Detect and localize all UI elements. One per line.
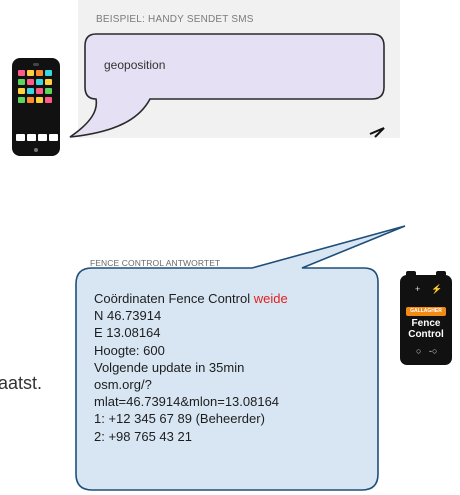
background-text-fragment: laatst. [0, 373, 43, 393]
lightning-icon: ⚡ [431, 284, 443, 294]
answer-title: Coördinaten Fence Control [94, 291, 251, 306]
fence-control-device-icon: + ⚡ GALLAGHER Fence Control ○ -○ [400, 271, 452, 365]
device-name: Fence Control [400, 318, 452, 340]
answer-link-line: osm.org/? [94, 377, 152, 393]
fence-control-caption: FENCE CONTROL ANTWORTET [90, 258, 221, 268]
sms-message: geoposition [104, 58, 166, 72]
answer-line: E 13.08164 [94, 325, 161, 341]
answer-line: Hoogte: 600 [94, 342, 165, 358]
device-name-line1: Fence [411, 318, 441, 329]
answer-text: Coördinaten Fence Control weide N 46.739… [94, 290, 384, 445]
connector-icon: -○ [429, 346, 438, 356]
device-name-line2: Control [408, 329, 444, 340]
answer-link-line: mlat=46.73914&mlon=13.08164 [94, 394, 280, 410]
answer-title-line: Coördinaten Fence Control weide [94, 290, 384, 307]
answer-title-highlight: weide [253, 291, 288, 306]
answer-line: N 46.73914 [94, 308, 162, 324]
answer-line: 2: +98 765 43 21 [94, 428, 192, 444]
plus-icon: + [415, 284, 421, 294]
smartphone-icon [12, 58, 60, 156]
answer-line: 1: +12 345 67 89 (Beheerder) [94, 411, 265, 427]
device-brand-logo: GALLAGHER [406, 307, 446, 316]
connector-icon: ○ [416, 346, 422, 356]
answer-line: Volgende update in 35min [94, 359, 245, 375]
sms-example-caption: BEISPIEL: HANDY SENDET SMS [96, 14, 254, 25]
